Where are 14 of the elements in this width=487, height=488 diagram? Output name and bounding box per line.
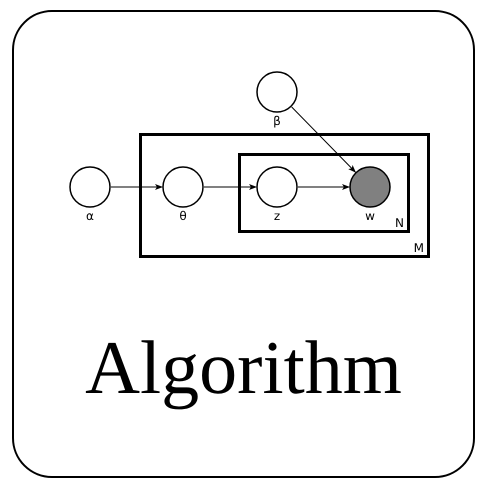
plate-label: N [395, 217, 404, 229]
variable-label: w [365, 210, 375, 222]
plate-box [238, 153, 410, 233]
plate-box [139, 133, 430, 258]
arrow [204, 184, 257, 190]
plate-label: M [414, 242, 424, 254]
arrow [298, 184, 350, 190]
variable-label: α [86, 210, 94, 222]
card-background [12, 10, 475, 478]
variable-label: β [273, 115, 281, 127]
arrow [110, 184, 163, 190]
variable-label: z [274, 210, 280, 222]
arrow [291, 106, 356, 173]
variable-label: θ [179, 210, 187, 222]
